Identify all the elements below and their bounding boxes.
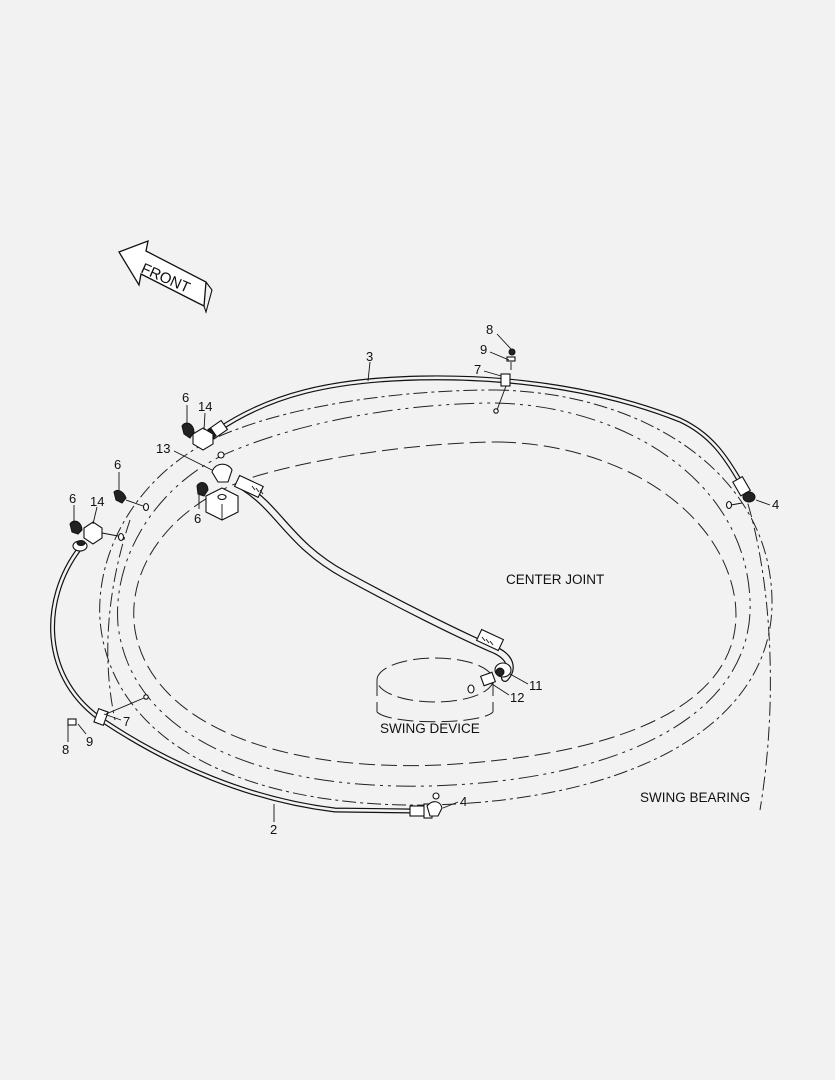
callout-13: 13: [156, 441, 170, 456]
callout-11: 11: [529, 678, 543, 693]
callout-14-a: 14: [198, 399, 212, 414]
fitting-6-upper: [181, 422, 195, 439]
callout-6-c: 6: [194, 511, 201, 526]
callout-2: 2: [270, 822, 277, 837]
callout-4-bottom: 4: [460, 794, 467, 809]
callout-9-top: 9: [480, 342, 487, 357]
fitting-6-left-b: [69, 520, 83, 535]
fitting-14-left: [83, 521, 125, 545]
callout-6-b: 6: [114, 457, 121, 472]
fitting-11: [494, 662, 512, 678]
center-joint-hose-fitting-top: [233, 474, 264, 499]
hose-2-end-fitting-top: [72, 540, 88, 552]
swing-bearing-outline: [99, 389, 773, 811]
callout-14-b: 14: [90, 494, 104, 509]
callout-12: 12: [510, 690, 524, 705]
fitting-4-bottom: [426, 792, 443, 817]
fitting-4-right: [725, 500, 743, 510]
callout-leaders: [67, 333, 771, 822]
callout-8-top: 8: [486, 322, 493, 337]
fitting-14-upper: [192, 427, 225, 459]
fitting-6-center: [196, 482, 209, 497]
callout-3: 3: [366, 349, 373, 364]
fitting-6-left-a: [113, 489, 150, 512]
clamp-7-left: [67, 694, 149, 726]
swing-device: [376, 657, 494, 723]
hose-3: [202, 375, 756, 503]
callout-numbers: 3 8 9 7 6 14 13 6 6 6 14 4 11 12 7 8 9 4…: [62, 322, 779, 837]
callout-7-left: 7: [123, 714, 130, 729]
hose-3-end-fitting-right: [732, 475, 756, 503]
hose-2: [50, 540, 433, 819]
callout-7-top: 7: [474, 362, 481, 377]
fitting-block: [205, 487, 239, 521]
center-joint-hose-fitting-bottom: [475, 628, 505, 652]
swing-device-label: SWING DEVICE: [380, 721, 480, 736]
fitting-13-elbow: [211, 463, 233, 483]
callout-6-d: 6: [69, 491, 76, 506]
callout-4-right: 4: [772, 497, 779, 512]
callout-6-a: 6: [182, 390, 189, 405]
swing-bearing-label: SWING BEARING: [640, 790, 750, 805]
callout-9-left: 9: [86, 734, 93, 749]
fitting-12: [467, 671, 497, 694]
center-joint-hose: [233, 474, 514, 682]
callout-8-left: 8: [62, 742, 69, 757]
center-joint-label: CENTER JOINT: [506, 572, 604, 587]
front-arrow: FRONT: [118, 239, 213, 314]
